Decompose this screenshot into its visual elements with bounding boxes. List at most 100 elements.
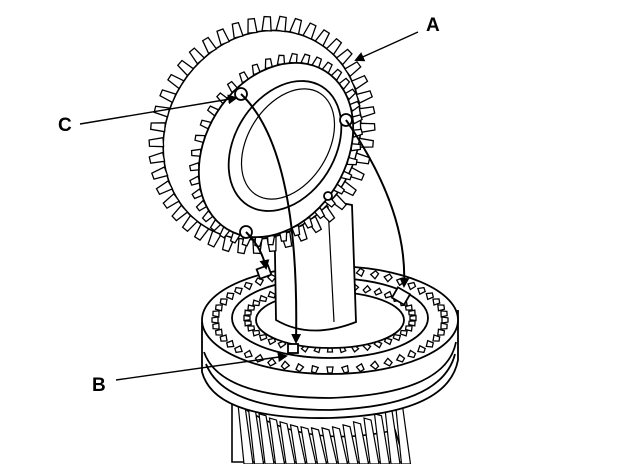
hub-tooth	[212, 310, 220, 318]
helical-tooth	[275, 15, 287, 33]
lower-helical-teeth	[237, 403, 412, 464]
hub-spline	[408, 309, 416, 316]
hub-spline	[267, 337, 277, 346]
hub-tooth	[280, 360, 291, 371]
hub-spline	[267, 290, 277, 299]
hub-spline	[383, 290, 393, 299]
hub-tooth	[417, 344, 426, 354]
helical-tooth	[325, 37, 343, 56]
hub-spline	[373, 287, 383, 296]
hub-spline	[362, 284, 372, 294]
helical-tooth	[150, 166, 169, 180]
helical-tooth	[201, 36, 218, 55]
hub-tooth	[225, 339, 235, 348]
hub-spline	[258, 294, 268, 303]
arrow-hole-to-slot-left	[245, 231, 270, 270]
hub-tooth	[234, 286, 243, 296]
lower-helical-tooth	[373, 412, 391, 464]
hub-spline	[244, 320, 252, 327]
callout-c: C	[58, 115, 72, 136]
helical-tooth	[162, 192, 181, 210]
lower-helical-tooth	[300, 425, 317, 464]
callout-a: A	[426, 15, 440, 36]
hub-spline	[409, 314, 417, 322]
helical-tooth	[314, 29, 331, 47]
callout-b: B	[92, 375, 106, 396]
hub-spline	[408, 320, 416, 327]
hub-tooth	[219, 298, 228, 306]
helical-tooth	[148, 151, 166, 164]
hub-tooth	[395, 353, 406, 363]
helical-tooth	[181, 214, 199, 233]
hub-tooth	[310, 364, 320, 374]
callout-leaders	[79, 31, 419, 381]
lower-helical-tooth	[342, 423, 359, 464]
hub-tooth	[437, 328, 446, 336]
hub-spline	[244, 309, 252, 316]
hub-spline	[247, 304, 256, 311]
hub-spline	[252, 299, 261, 307]
helical-tooth	[329, 193, 348, 211]
helical-tooth	[231, 21, 244, 39]
hub-tooth	[340, 364, 350, 374]
hub-tooth	[212, 322, 220, 330]
helical-tooth	[150, 122, 167, 133]
hub-spline	[258, 333, 268, 342]
hub-tooth	[243, 349, 253, 359]
helical-tooth	[318, 205, 336, 223]
lower-helical-tooth	[321, 427, 338, 464]
lower-helical-tooth	[331, 425, 349, 464]
helical-tooth	[167, 73, 185, 90]
helical-tooth	[339, 180, 357, 197]
helical-tooth	[148, 136, 165, 148]
helical-tooth	[159, 89, 177, 104]
lower-helical-tooth	[289, 423, 307, 464]
helical-tooth	[359, 122, 376, 134]
lower-helical-gear	[231, 398, 412, 464]
leader-a	[354, 31, 419, 62]
lower-helical-tooth	[258, 412, 275, 464]
helical-tooth	[302, 22, 317, 40]
hub-tooth	[432, 298, 441, 306]
hub-tooth	[369, 360, 380, 371]
arrow-hole-to-slot-right	[345, 119, 410, 288]
helical-tooth	[247, 17, 258, 34]
lower-helical-tooth	[279, 421, 296, 464]
hub-tooth	[441, 316, 449, 324]
hub-tooth	[383, 357, 393, 367]
hub-tooth	[407, 349, 417, 359]
leader-c	[79, 94, 238, 125]
helical-tooth	[358, 106, 376, 119]
alignment-arrows	[240, 93, 410, 344]
helical-tooth	[216, 28, 231, 46]
hub-tooth	[225, 292, 235, 301]
helical-tooth	[171, 204, 189, 222]
leader-b	[115, 352, 288, 381]
helical-tooth	[289, 17, 303, 36]
hub-tooth	[355, 362, 365, 373]
lower-helical-tooth	[363, 417, 380, 464]
hub-tooth	[425, 339, 435, 348]
helical-tooth	[155, 179, 174, 196]
hub-tooth	[425, 292, 435, 301]
arrow-hole-to-slot-center	[240, 93, 302, 344]
hub-tooth	[437, 304, 446, 312]
lower-helical-tooth	[352, 421, 370, 464]
lower-helical-tooth	[268, 417, 286, 464]
hub-spline	[243, 314, 251, 322]
hub-tooth	[432, 334, 441, 342]
hub-spline	[247, 325, 256, 332]
hub-tooth	[326, 366, 334, 374]
hub-tooth	[234, 344, 243, 354]
helical-tooth	[335, 48, 353, 66]
helical-tooth	[188, 47, 206, 65]
hub-tooth	[440, 322, 448, 330]
helical-tooth	[350, 74, 369, 91]
hub-tooth	[383, 273, 393, 283]
hub-spline	[404, 304, 413, 311]
helical-tooth	[355, 90, 374, 104]
hub-tooth	[369, 269, 380, 280]
hub-spline	[404, 325, 413, 332]
